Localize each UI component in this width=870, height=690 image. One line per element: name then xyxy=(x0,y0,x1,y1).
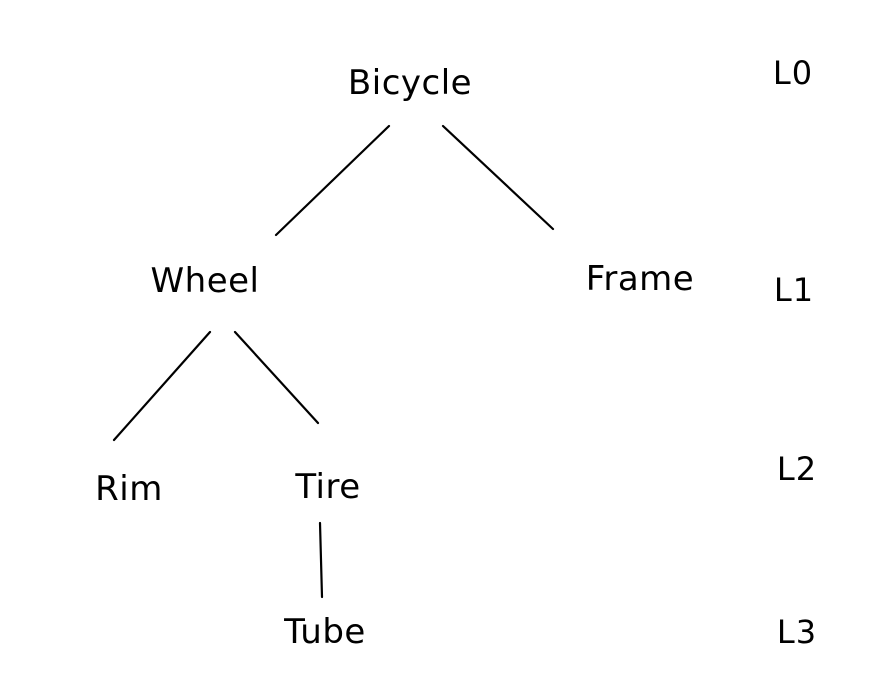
node-wheel[interactable]: Wheel xyxy=(150,261,260,301)
node-tire[interactable]: Tire xyxy=(295,467,361,507)
node-frame[interactable]: Frame xyxy=(585,259,695,299)
node-bicycle[interactable]: Bicycle xyxy=(347,63,473,103)
edge-tire-tube xyxy=(318,521,324,599)
node-tube[interactable]: Tube xyxy=(284,612,366,652)
node-rim[interactable]: Rim xyxy=(95,469,163,509)
edge-wheel-rim xyxy=(112,330,212,442)
level-label-l1: L1 xyxy=(773,271,815,309)
edge-wheel-tire xyxy=(233,330,320,425)
level-label-l2: L2 xyxy=(776,450,818,488)
edge-bicycle-frame xyxy=(441,124,555,231)
edge-bicycle-wheel xyxy=(274,124,391,237)
level-label-l0: L0 xyxy=(772,54,814,92)
level-label-l3: L3 xyxy=(776,613,818,651)
